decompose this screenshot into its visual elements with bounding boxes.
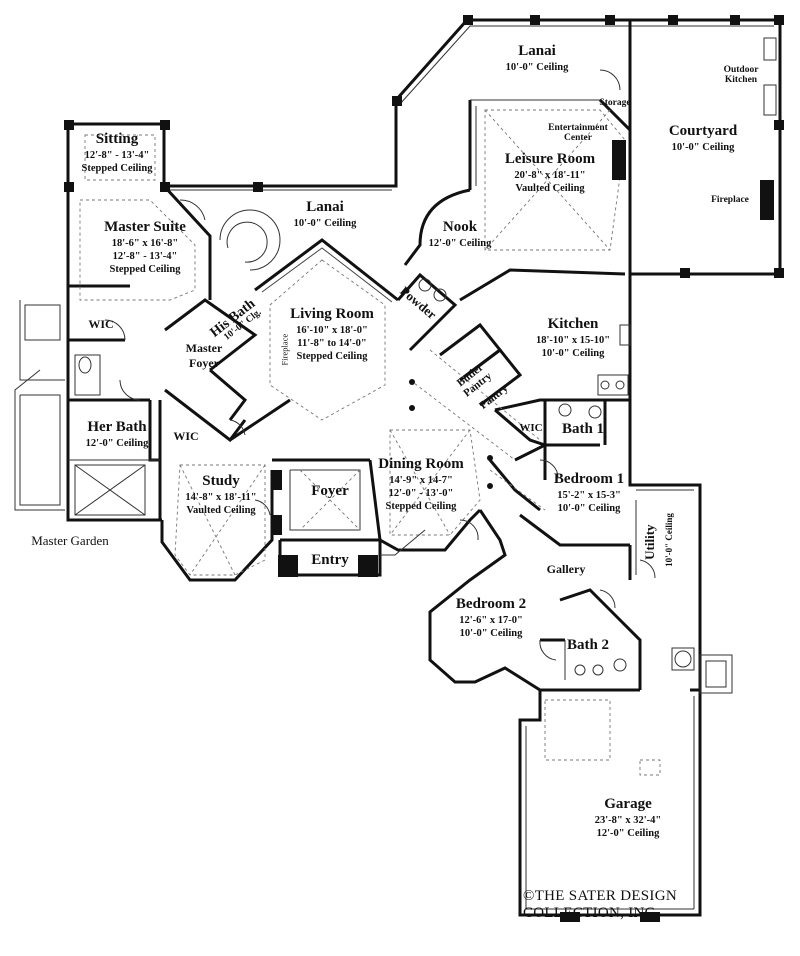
room-dim: 12'-6" x 17-0": [459, 614, 523, 626]
room-dim: 14'-9" x 14-7": [389, 474, 453, 486]
columns: [64, 15, 784, 922]
label-storage: Storage: [599, 98, 631, 108]
room-dim: Stepped Ceiling: [81, 162, 153, 174]
room-bedroom1: Bedroom 1 15'-2" x 15-3" 10'-0" Ceiling: [554, 470, 624, 515]
room-gallery: Gallery: [547, 562, 586, 577]
label-entertainment: Entertainment Center: [548, 123, 608, 144]
ceiling-lines: [79, 109, 661, 776]
room-dim: 20'-8" x 18'-11": [514, 169, 586, 181]
room-study: Study 14'-8" x 18'-11" Vaulted Ceiling: [185, 472, 256, 517]
room-dim: 11'-8" to 14'-0": [297, 337, 367, 349]
room-name: Gallery: [546, 562, 586, 576]
room-name: Nook: [442, 219, 478, 235]
label-fireplace-living: Fireplace: [279, 333, 290, 366]
room-master-suite: Master Suite 18'-6" x 16'-8" 12'-8" - 13…: [104, 218, 186, 276]
room-dim: 16'-10" x 18'-0": [296, 324, 368, 336]
room-name: Study: [202, 473, 240, 489]
room-name: Lanai: [518, 43, 556, 59]
room-master-foyer: Master Foyer: [174, 341, 234, 371]
room-living: Living Room 16'-10" x 18'-0" 11'-8" to 1…: [290, 305, 374, 363]
room-dim: Vaulted Ceiling: [186, 504, 256, 516]
room-name: Bedroom 2: [455, 596, 527, 612]
room-dim: 12'-8" - 13'-4": [112, 250, 178, 262]
room-bath2: Bath 2: [567, 636, 609, 655]
room-name: Kitchen: [547, 316, 599, 332]
room-lanai-mid: Lanai 10'-0" Ceiling: [294, 198, 357, 230]
room-dim: 12'-0" Ceiling: [428, 237, 492, 249]
room-bedroom2: Bedroom 2 12'-6" x 17-0" 10'-0" Ceiling: [456, 595, 526, 640]
room-master-garden: Master Garden: [31, 533, 109, 549]
room-dim: 14'-8" x 18'-11": [185, 491, 257, 503]
room-dim: 12'-0" Ceiling: [596, 827, 660, 839]
room-name: Master Garden: [31, 533, 109, 548]
room-lanai-top: Lanai 10'-0" Ceiling: [506, 42, 569, 74]
room-dim: Stepped Ceiling: [385, 501, 457, 512]
room-dim: 10'-0" Ceiling: [671, 141, 735, 153]
label-wic-bed1: WIC: [519, 422, 543, 434]
copyright-line-2: COLLECTION, INC.: [523, 905, 660, 922]
label-utility: Utility: [641, 524, 657, 560]
room-garage: Garage 23'-8" x 32'-4" 12'-0" Ceiling: [595, 795, 662, 840]
room-name: Garage: [604, 796, 652, 812]
room-foyer: Foyer: [311, 482, 348, 501]
room-dim: 12'-0" - 13'-0": [388, 487, 454, 499]
room-name: Courtyard: [668, 123, 738, 139]
room-dim: 23'-8" x 32'-4": [594, 814, 662, 826]
room-name: Foyer: [311, 483, 349, 499]
room-dim: 15'-2" x 15-3": [557, 489, 621, 501]
room-name: Lanai: [306, 199, 344, 215]
room-sitting: Sitting 12'-8" - 13'-4" Stepped Ceiling: [82, 130, 153, 175]
room-dim: 18'-10" x 15-10": [535, 334, 611, 346]
room-name: Her Bath: [87, 419, 147, 435]
room-nook: Nook 12'-0" Ceiling: [429, 218, 492, 250]
room-her-bath: Her Bath 12'-0" Ceiling: [86, 418, 149, 450]
label-utility-ceiling: 10'-0" Ceiling: [664, 513, 675, 567]
room-name: Entry: [311, 552, 349, 568]
room-bath1: Bath 1: [562, 420, 604, 439]
room-name: Leisure Room: [504, 151, 596, 167]
room-dim: 10'-0" Ceiling: [293, 217, 357, 229]
label-wic-her: WIC: [173, 429, 199, 443]
room-entry: Entry: [311, 551, 349, 570]
label-outdoor-kitchen: Outdoor Kitchen: [723, 65, 759, 86]
copyright-notice: ©THE SATER DESIGN COLLECTION, INC.: [523, 888, 677, 923]
room-name: Bath 1: [561, 421, 605, 437]
room-dim: 10'-0" Ceiling: [459, 627, 523, 639]
copyright-line-1: ©THE SATER DESIGN: [523, 888, 677, 904]
room-dim: 18'-6" x 16'-8": [111, 237, 179, 249]
room-name: Master Foyer: [185, 341, 223, 370]
room-dim: 12'-8" - 13'-4": [84, 149, 150, 161]
room-name: Sitting: [95, 131, 139, 147]
room-dim: 10'-0" Ceiling: [505, 61, 569, 73]
garden-patios: [14, 300, 733, 694]
room-dim: Vaulted Ceiling: [515, 182, 585, 194]
room-dim: Stepped Ceiling: [296, 351, 368, 362]
fixtures: [74, 37, 777, 676]
room-kitchen: Kitchen 18'-10" x 15-10" 10'-0" Ceiling: [536, 315, 610, 360]
room-name: Bath 2: [566, 637, 610, 653]
room-dim: Stepped Ceiling: [109, 264, 181, 275]
room-dim: 10'-0" Ceiling: [541, 347, 605, 359]
room-name: Living Room: [290, 306, 374, 322]
room-name: Bedroom 1: [553, 471, 625, 487]
room-name: Master Suite: [104, 219, 186, 235]
label-wic-master: WIC: [88, 317, 114, 331]
room-dining: Dining Room 14'-9" x 14-7" 12'-0" - 13'-…: [378, 455, 463, 513]
room-name: Dining Room: [378, 456, 464, 472]
room-courtyard: Courtyard 10'-0" Ceiling: [669, 122, 737, 154]
room-leisure: Leisure Room 20'-8" x 18'-11" Vaulted Ce…: [505, 150, 595, 195]
room-dim: 12'-0" Ceiling: [85, 437, 149, 449]
room-dim: 10'-0" Ceiling: [557, 502, 621, 514]
exterior-walls: [66, 18, 782, 917]
label-fireplace-courtyard: Fireplace: [711, 195, 749, 205]
